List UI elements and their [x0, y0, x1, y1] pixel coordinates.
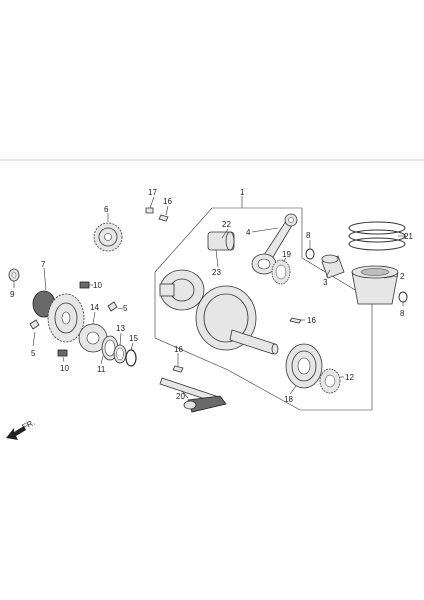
- callout-13: 13: [116, 324, 125, 333]
- key-part-16c: [172, 365, 184, 373]
- crankshaft-part-1: [159, 269, 279, 355]
- callout-9: 9: [10, 290, 15, 299]
- pin-part-3: [321, 254, 345, 279]
- pin-part-22: [207, 231, 235, 251]
- assembly-outline: [154, 207, 373, 411]
- clip-part-5a: [107, 301, 118, 312]
- callout-2: 2: [400, 272, 405, 281]
- washer-part-13: [113, 344, 127, 364]
- callout-8a: 8: [306, 231, 311, 240]
- callout-16b: 16: [307, 316, 316, 325]
- callout-14: 14: [90, 303, 99, 312]
- washer-part-9: [8, 268, 20, 282]
- leader-lines: [13, 196, 406, 399]
- clip-part-5b: [29, 319, 40, 330]
- callout-7: 7: [41, 260, 46, 269]
- callout-11: 11: [97, 365, 106, 374]
- callout-4: 4: [246, 228, 251, 237]
- front-direction-indicator: FR.: [6, 418, 36, 440]
- bearing-part-18: [285, 343, 323, 389]
- clip-part-8a: [305, 248, 315, 260]
- callout-labels: 1 2 3 4 5 5 6 7 8 8 9 10 10 11 12 13 14 …: [10, 188, 413, 404]
- callout-6: 6: [104, 205, 109, 214]
- spring-part-10b: [57, 349, 68, 357]
- callout-10b: 10: [60, 364, 69, 373]
- callout-23: 23: [212, 268, 221, 277]
- piston-part-2: [351, 265, 399, 305]
- spring-part-10a: [79, 281, 90, 289]
- key-part-17: [145, 207, 154, 214]
- front-arrow-icon: [6, 426, 26, 440]
- callout-5a: 5: [123, 304, 128, 313]
- callout-17: 17: [148, 188, 157, 197]
- key-part-16a: [158, 214, 169, 222]
- callout-1: 1: [240, 188, 245, 197]
- callout-22: 22: [222, 220, 231, 229]
- piston-rings-part-21: [348, 221, 406, 251]
- connecting-rod-part-4: [251, 213, 298, 275]
- balancer-shaft-part-20: [159, 377, 227, 413]
- callout-12: 12: [345, 373, 354, 382]
- callout-15: 15: [129, 334, 138, 343]
- front-label: FR.: [21, 418, 37, 432]
- gear-part-6: [93, 222, 123, 252]
- callout-16a: 16: [163, 197, 172, 206]
- callout-10a: 10: [93, 281, 102, 290]
- key-part-16b: [289, 317, 302, 324]
- gear-part-12: [319, 368, 341, 394]
- clip-part-8b: [398, 291, 408, 303]
- plate-part-14: [78, 323, 108, 353]
- callout-8b: 8: [400, 309, 405, 318]
- callout-3: 3: [323, 278, 328, 287]
- callout-5b: 5: [31, 349, 36, 358]
- callout-16c: 16: [174, 345, 183, 354]
- callout-20: 20: [176, 392, 185, 401]
- circlip-part-15: [125, 349, 137, 367]
- callout-21: 21: [404, 232, 413, 241]
- callout-18: 18: [284, 395, 293, 404]
- gear-cluster-part-7: [32, 290, 85, 343]
- needle-bearing-part-19: [271, 259, 291, 285]
- callout-19: 19: [282, 250, 291, 259]
